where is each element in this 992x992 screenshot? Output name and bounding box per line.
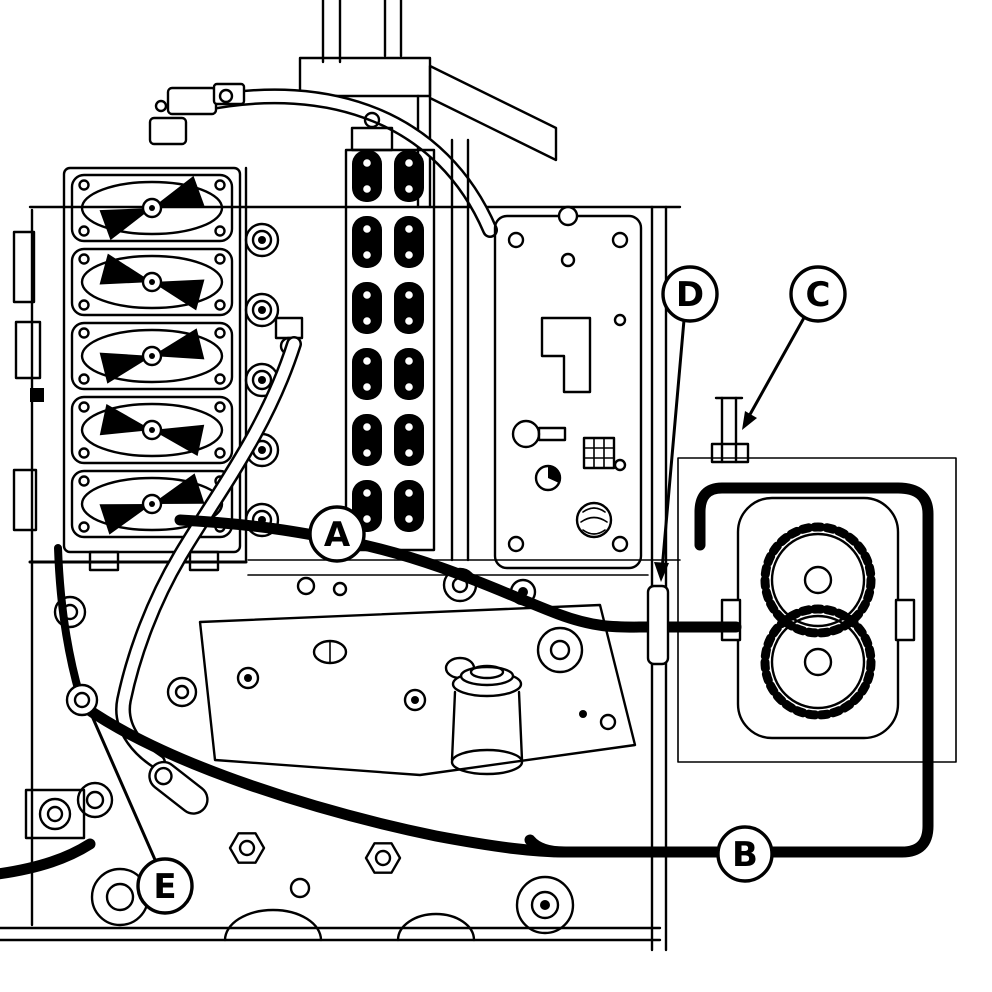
- hex-bolt: [364, 842, 402, 874]
- coil-row: [352, 348, 424, 400]
- pump-gear-top: [760, 522, 876, 638]
- plate-pie-port: [534, 464, 562, 492]
- hose-a-suction: [174, 514, 742, 633]
- frame-rails: [650, 205, 668, 952]
- washer-fitting: [244, 222, 280, 258]
- plate-coil: [575, 501, 613, 539]
- callout-c: C: [789, 265, 847, 323]
- bleed-fitting: [710, 396, 750, 464]
- pump-gear-bottom: [760, 604, 876, 720]
- plate-knurl: [582, 436, 616, 470]
- pump-assembly: [677, 396, 957, 763]
- callout-c-label: C: [806, 275, 831, 315]
- hose-coupler: [646, 584, 670, 666]
- plate-bracket: [540, 316, 592, 394]
- bottom-left-hose: [0, 838, 96, 880]
- callout-d: D: [661, 265, 719, 323]
- hex-bolt: [228, 832, 266, 864]
- callouts: A B C D E: [90, 265, 847, 915]
- mounting-plate: [493, 205, 643, 570]
- gear-pump-housing: [720, 496, 916, 740]
- coil-row: [352, 282, 424, 334]
- callout-e-label: E: [153, 867, 176, 907]
- mid-pipes: [247, 138, 681, 606]
- hose-e-fitting: [65, 683, 99, 717]
- valve-section: [70, 395, 234, 465]
- callout-d-label: D: [676, 275, 704, 315]
- callout-c-leader: [746, 314, 807, 420]
- engine-block: [0, 595, 662, 942]
- callout-e: E: [136, 857, 194, 915]
- coil-row: [352, 150, 424, 202]
- callout-e-leader: [90, 714, 158, 864]
- coil-row: [352, 414, 424, 466]
- callout-c-arrowhead: [742, 411, 757, 430]
- valve-drain-hose: [54, 544, 84, 700]
- valve-stack: [62, 166, 242, 572]
- pump-mount-plate: [677, 457, 957, 763]
- hose-b-pressure: [80, 702, 572, 858]
- hoses: [0, 482, 934, 880]
- callout-d-leader: [660, 318, 686, 572]
- valve-section: [70, 173, 234, 243]
- callout-d-arrowhead: [654, 562, 669, 582]
- filler-neck: [450, 664, 524, 776]
- callout-a-label: A: [324, 515, 351, 555]
- washer-fitting: [244, 292, 280, 328]
- left-frame: [12, 208, 248, 927]
- plate-lever: [511, 419, 567, 449]
- callout-b: B: [716, 825, 774, 883]
- callout-a: A: [308, 505, 366, 563]
- callout-b-label: B: [732, 835, 758, 875]
- dipstick: [148, 760, 209, 815]
- valve-section: [70, 247, 234, 317]
- valve-section: [70, 321, 234, 391]
- coil-row: [352, 216, 424, 268]
